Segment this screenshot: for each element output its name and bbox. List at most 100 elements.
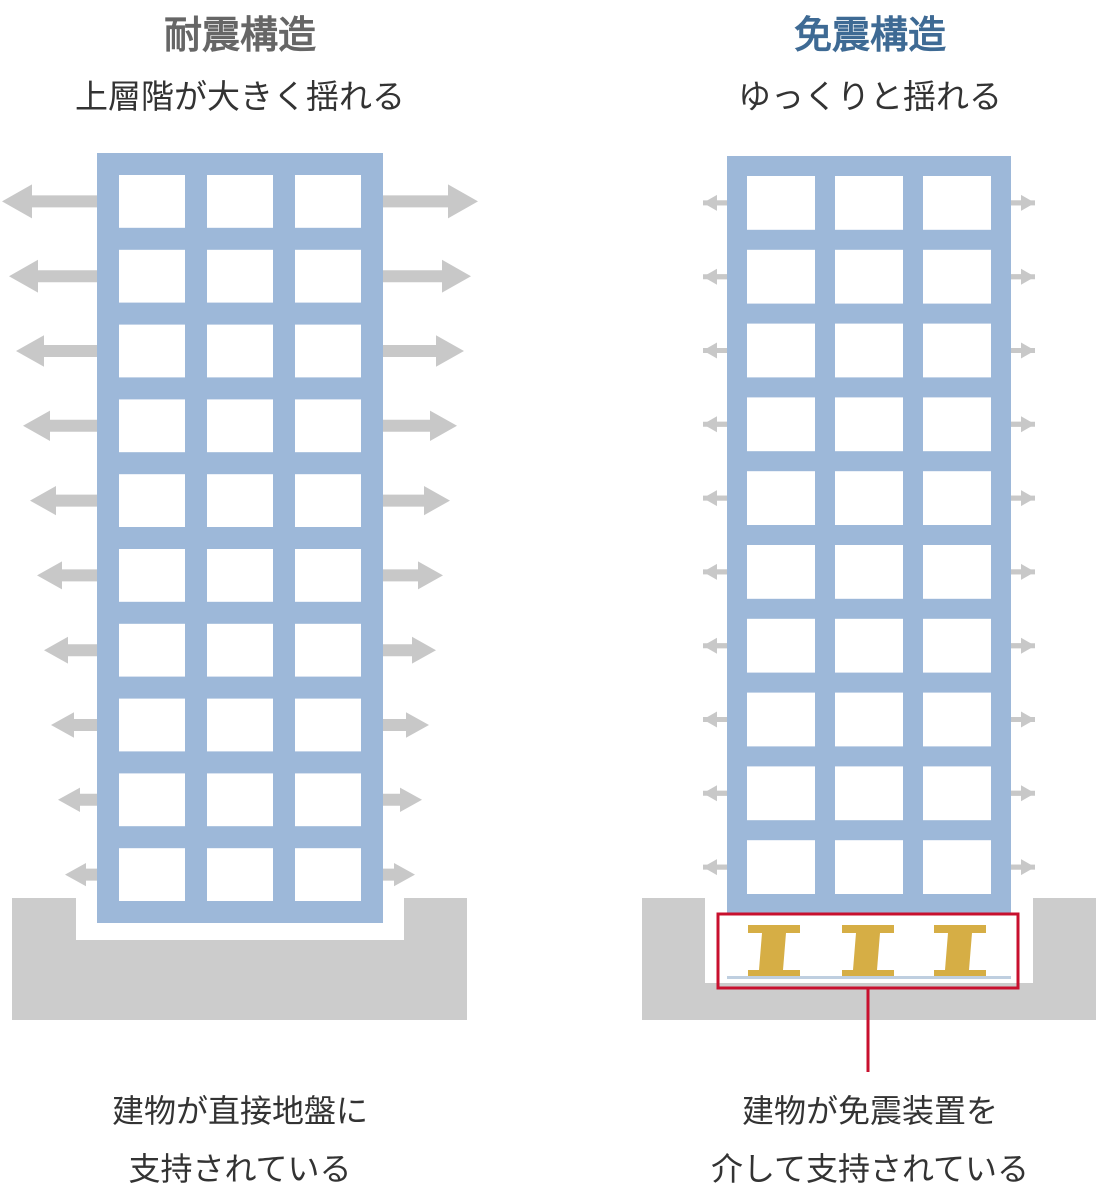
sway-arrow-right — [362, 712, 429, 738]
window-cell — [923, 323, 991, 378]
sway-arrow-right — [362, 335, 464, 367]
window-cell — [295, 773, 361, 827]
window-cell — [119, 175, 185, 228]
window-cell — [835, 692, 903, 747]
sway-arrow-right — [362, 486, 450, 516]
seismic-resistant-title: 耐震構造 — [163, 13, 316, 57]
seismic-isolation-subtitle: ゆっくりと揺れる — [738, 77, 1002, 116]
seismic-isolation-title: 免震構造 — [793, 13, 946, 57]
seismic-resistant-caption: 建物が直接地盤に 支持されている — [0, 1082, 480, 1198]
bearing-body — [853, 933, 880, 970]
window-cell — [923, 840, 991, 894]
window-cell — [119, 848, 185, 901]
bearing-body — [759, 933, 786, 970]
window-cell — [207, 623, 273, 677]
window-cell — [295, 623, 361, 677]
sway-arrow-left — [2, 184, 118, 219]
window-cell — [295, 848, 361, 901]
seismic-isolation-caption: 建物が免震装置を 介して支持されている — [620, 1082, 1096, 1198]
window-cell — [747, 840, 815, 894]
window-cell — [295, 175, 361, 228]
window-cell — [747, 249, 815, 304]
bearing-top-plate — [842, 925, 894, 933]
window-cell — [835, 249, 903, 304]
window-cell — [295, 474, 361, 527]
window-cell — [835, 397, 903, 452]
window-cell — [923, 397, 991, 452]
sway-arrow-right — [362, 184, 478, 219]
sway-arrow-left — [9, 259, 118, 293]
sway-arrow-right — [362, 636, 436, 664]
window-cell — [207, 399, 273, 453]
isolator-bearing — [748, 925, 800, 978]
window-cell — [295, 249, 361, 303]
right-caption-line2: 介して支持されている — [710, 1150, 1030, 1188]
window-cell — [119, 474, 185, 527]
window-cell — [923, 471, 991, 525]
window-cell — [835, 323, 903, 378]
window-cell — [207, 549, 273, 602]
window-cell — [207, 848, 273, 901]
seismic-isolation-building — [642, 156, 1096, 1072]
right-building-frame — [727, 156, 1011, 914]
window-cell — [923, 249, 991, 304]
bearing-body — [945, 933, 972, 970]
window-cell — [119, 399, 185, 453]
window-cell — [207, 698, 273, 752]
window-cell — [747, 618, 815, 673]
window-cell — [835, 840, 903, 894]
isolator-bearing — [934, 925, 986, 978]
window-cell — [923, 692, 991, 747]
seismic-resistant-subtitle: 上層階が大きく揺れる — [75, 77, 405, 116]
left-caption-line1: 建物が直接地盤に — [111, 1092, 368, 1130]
left-caption-line2: 支持されている — [128, 1150, 352, 1188]
window-cell — [835, 618, 903, 673]
window-cell — [923, 618, 991, 673]
sway-arrow-left — [51, 712, 118, 738]
left-foundation — [12, 898, 467, 1020]
window-cell — [835, 471, 903, 525]
bearing-bottom-plate — [748, 970, 800, 978]
window-cell — [295, 399, 361, 453]
sway-arrow-right — [362, 410, 457, 441]
isolation-base-plate — [727, 976, 1011, 979]
window-cell — [923, 176, 991, 230]
sway-arrow-left — [23, 410, 118, 441]
right-caption-line1: 建物が免震装置を — [741, 1092, 998, 1130]
window-cell — [207, 474, 273, 527]
window-cell — [747, 692, 815, 747]
sway-arrow-right — [362, 561, 443, 590]
isolator-bearing — [842, 925, 894, 978]
window-cell — [207, 175, 273, 228]
window-cell — [119, 249, 185, 303]
window-cell — [119, 773, 185, 827]
seismic-resistant-building — [2, 153, 478, 1020]
sway-arrow-left — [37, 561, 118, 590]
window-cell — [747, 471, 815, 525]
sway-arrow-right — [362, 259, 471, 293]
isolation-devices — [727, 925, 1011, 979]
window-cell — [207, 249, 273, 303]
sway-arrow-left — [16, 335, 118, 367]
bearing-bottom-plate — [842, 970, 894, 978]
window-cell — [747, 766, 815, 821]
sway-arrow-right — [362, 787, 422, 812]
window-cell — [119, 698, 185, 752]
sway-arrow-left — [44, 636, 118, 664]
window-cell — [207, 773, 273, 827]
window-cell — [119, 623, 185, 677]
left-building-frame — [97, 153, 383, 923]
window-cell — [119, 549, 185, 602]
window-cell — [295, 324, 361, 378]
window-cell — [923, 545, 991, 599]
bearing-bottom-plate — [934, 970, 986, 978]
window-cell — [747, 323, 815, 378]
sway-arrow-left — [30, 486, 118, 516]
sway-arrow-left — [58, 787, 118, 812]
window-cell — [295, 549, 361, 602]
window-cell — [747, 545, 815, 599]
window-cell — [747, 397, 815, 452]
window-cell — [119, 324, 185, 378]
window-cell — [835, 545, 903, 599]
window-cell — [923, 766, 991, 821]
